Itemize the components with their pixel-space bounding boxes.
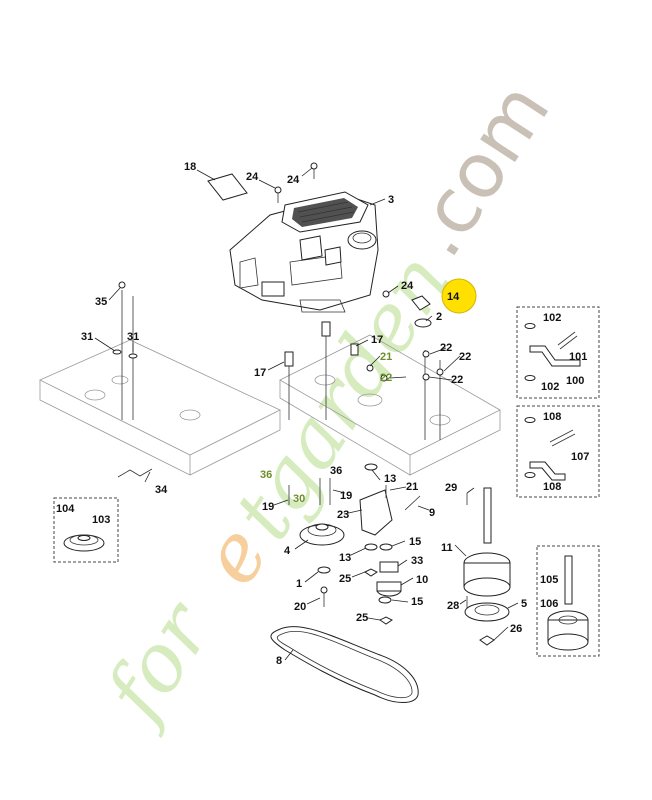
part-8-belt xyxy=(270,626,419,703)
callout-34[interactable]: 34 xyxy=(155,484,168,496)
callout-21[interactable]: 21 xyxy=(406,481,418,493)
callout-106[interactable]: 106 xyxy=(540,598,558,610)
callout-28[interactable]: 28 xyxy=(447,600,459,612)
callout-33[interactable]: 33 xyxy=(411,555,423,567)
callout-15[interactable]: 15 xyxy=(409,536,421,548)
engine-assembly xyxy=(229,191,379,313)
callout-31[interactable]: 31 xyxy=(127,331,139,343)
callout-107[interactable]: 107 xyxy=(571,451,589,463)
mounting-plates xyxy=(39,334,501,476)
callout-8[interactable]: 8 xyxy=(276,655,282,667)
callout-30[interactable]: 30 xyxy=(293,493,305,505)
callout-29[interactable]: 29 xyxy=(445,482,457,494)
callout-105[interactable]: 105 xyxy=(540,574,558,586)
callout-103[interactable]: 103 xyxy=(92,514,110,526)
callout-17[interactable]: 17 xyxy=(254,367,266,379)
part-34-cable xyxy=(117,468,153,478)
callout-14[interactable]: 14 xyxy=(447,291,460,303)
leader-lines xyxy=(94,167,519,661)
callout-101[interactable]: 101 xyxy=(569,351,587,363)
callout-9[interactable]: 9 xyxy=(429,507,435,519)
detail-box-106 xyxy=(536,545,600,657)
callout-100[interactable]: 100 xyxy=(566,375,584,387)
part-18-cover-plate xyxy=(207,173,248,201)
callout-22[interactable]: 22 xyxy=(380,372,392,384)
callout-24[interactable]: 24 xyxy=(246,171,259,183)
callout-23[interactable]: 23 xyxy=(337,509,349,521)
callout-104[interactable]: 104 xyxy=(56,503,75,515)
callout-15[interactable]: 15 xyxy=(411,596,423,608)
watermark-text-part1: for xyxy=(85,583,231,739)
highlight-circle-14[interactable] xyxy=(441,278,477,314)
callout-10[interactable]: 10 xyxy=(416,574,428,586)
callout-25[interactable]: 25 xyxy=(339,573,351,585)
callout-36[interactable]: 36 xyxy=(260,469,272,481)
callout-5[interactable]: 5 xyxy=(521,598,527,610)
callout-21[interactable]: 21 xyxy=(380,351,392,363)
watermark-text-part4: .com xyxy=(390,67,566,272)
callout-4[interactable]: 4 xyxy=(284,545,291,557)
part-24-screws xyxy=(274,162,390,298)
part-100-bracket xyxy=(524,323,581,381)
callout-102[interactable]: 102 xyxy=(541,381,559,393)
callout-108[interactable]: 108 xyxy=(543,481,561,493)
part-107-bracket xyxy=(524,417,576,481)
callout-11[interactable]: 11 xyxy=(441,542,453,554)
part-103-pulley xyxy=(63,534,105,552)
callout-18[interactable]: 18 xyxy=(184,161,196,173)
part-14-cap xyxy=(411,295,431,311)
callout-102[interactable]: 102 xyxy=(543,312,561,324)
callout-19[interactable]: 19 xyxy=(262,501,274,513)
callout-25[interactable]: 25 xyxy=(356,612,368,624)
callout-22[interactable]: 22 xyxy=(440,342,452,354)
callout-17[interactable]: 17 xyxy=(371,334,383,346)
callout-labels: 18 24 24 3 24 14 2 35 31 31 17 17 21 22 … xyxy=(56,161,589,667)
callout-2[interactable]: 2 xyxy=(436,311,442,323)
detail-box-100 xyxy=(516,306,600,399)
callout-24[interactable]: 24 xyxy=(401,280,414,292)
callout-26[interactable]: 26 xyxy=(510,623,522,635)
detail-box-104 xyxy=(53,497,119,563)
part-2-washer xyxy=(414,318,432,328)
callout-22[interactable]: 22 xyxy=(451,374,463,386)
lower-parts xyxy=(288,463,511,646)
studs-and-spacers xyxy=(112,281,444,440)
callout-20[interactable]: 20 xyxy=(294,601,306,613)
callout-108[interactable]: 108 xyxy=(543,411,561,423)
callout-1[interactable]: 1 xyxy=(296,578,302,590)
callout-19[interactable]: 19 xyxy=(340,490,352,502)
callout-35[interactable]: 35 xyxy=(95,296,107,308)
part-106-pulley-assembly xyxy=(547,555,589,651)
callout-22[interactable]: 22 xyxy=(459,351,471,363)
detail-box-107 xyxy=(516,405,600,498)
callout-3[interactable]: 3 xyxy=(388,194,394,206)
callout-24[interactable]: 24 xyxy=(287,174,300,186)
callout-13[interactable]: 13 xyxy=(339,552,351,564)
callout-31[interactable]: 31 xyxy=(81,331,93,343)
callout-13[interactable]: 13 xyxy=(384,473,396,485)
callout-36[interactable]: 36 xyxy=(330,465,342,477)
